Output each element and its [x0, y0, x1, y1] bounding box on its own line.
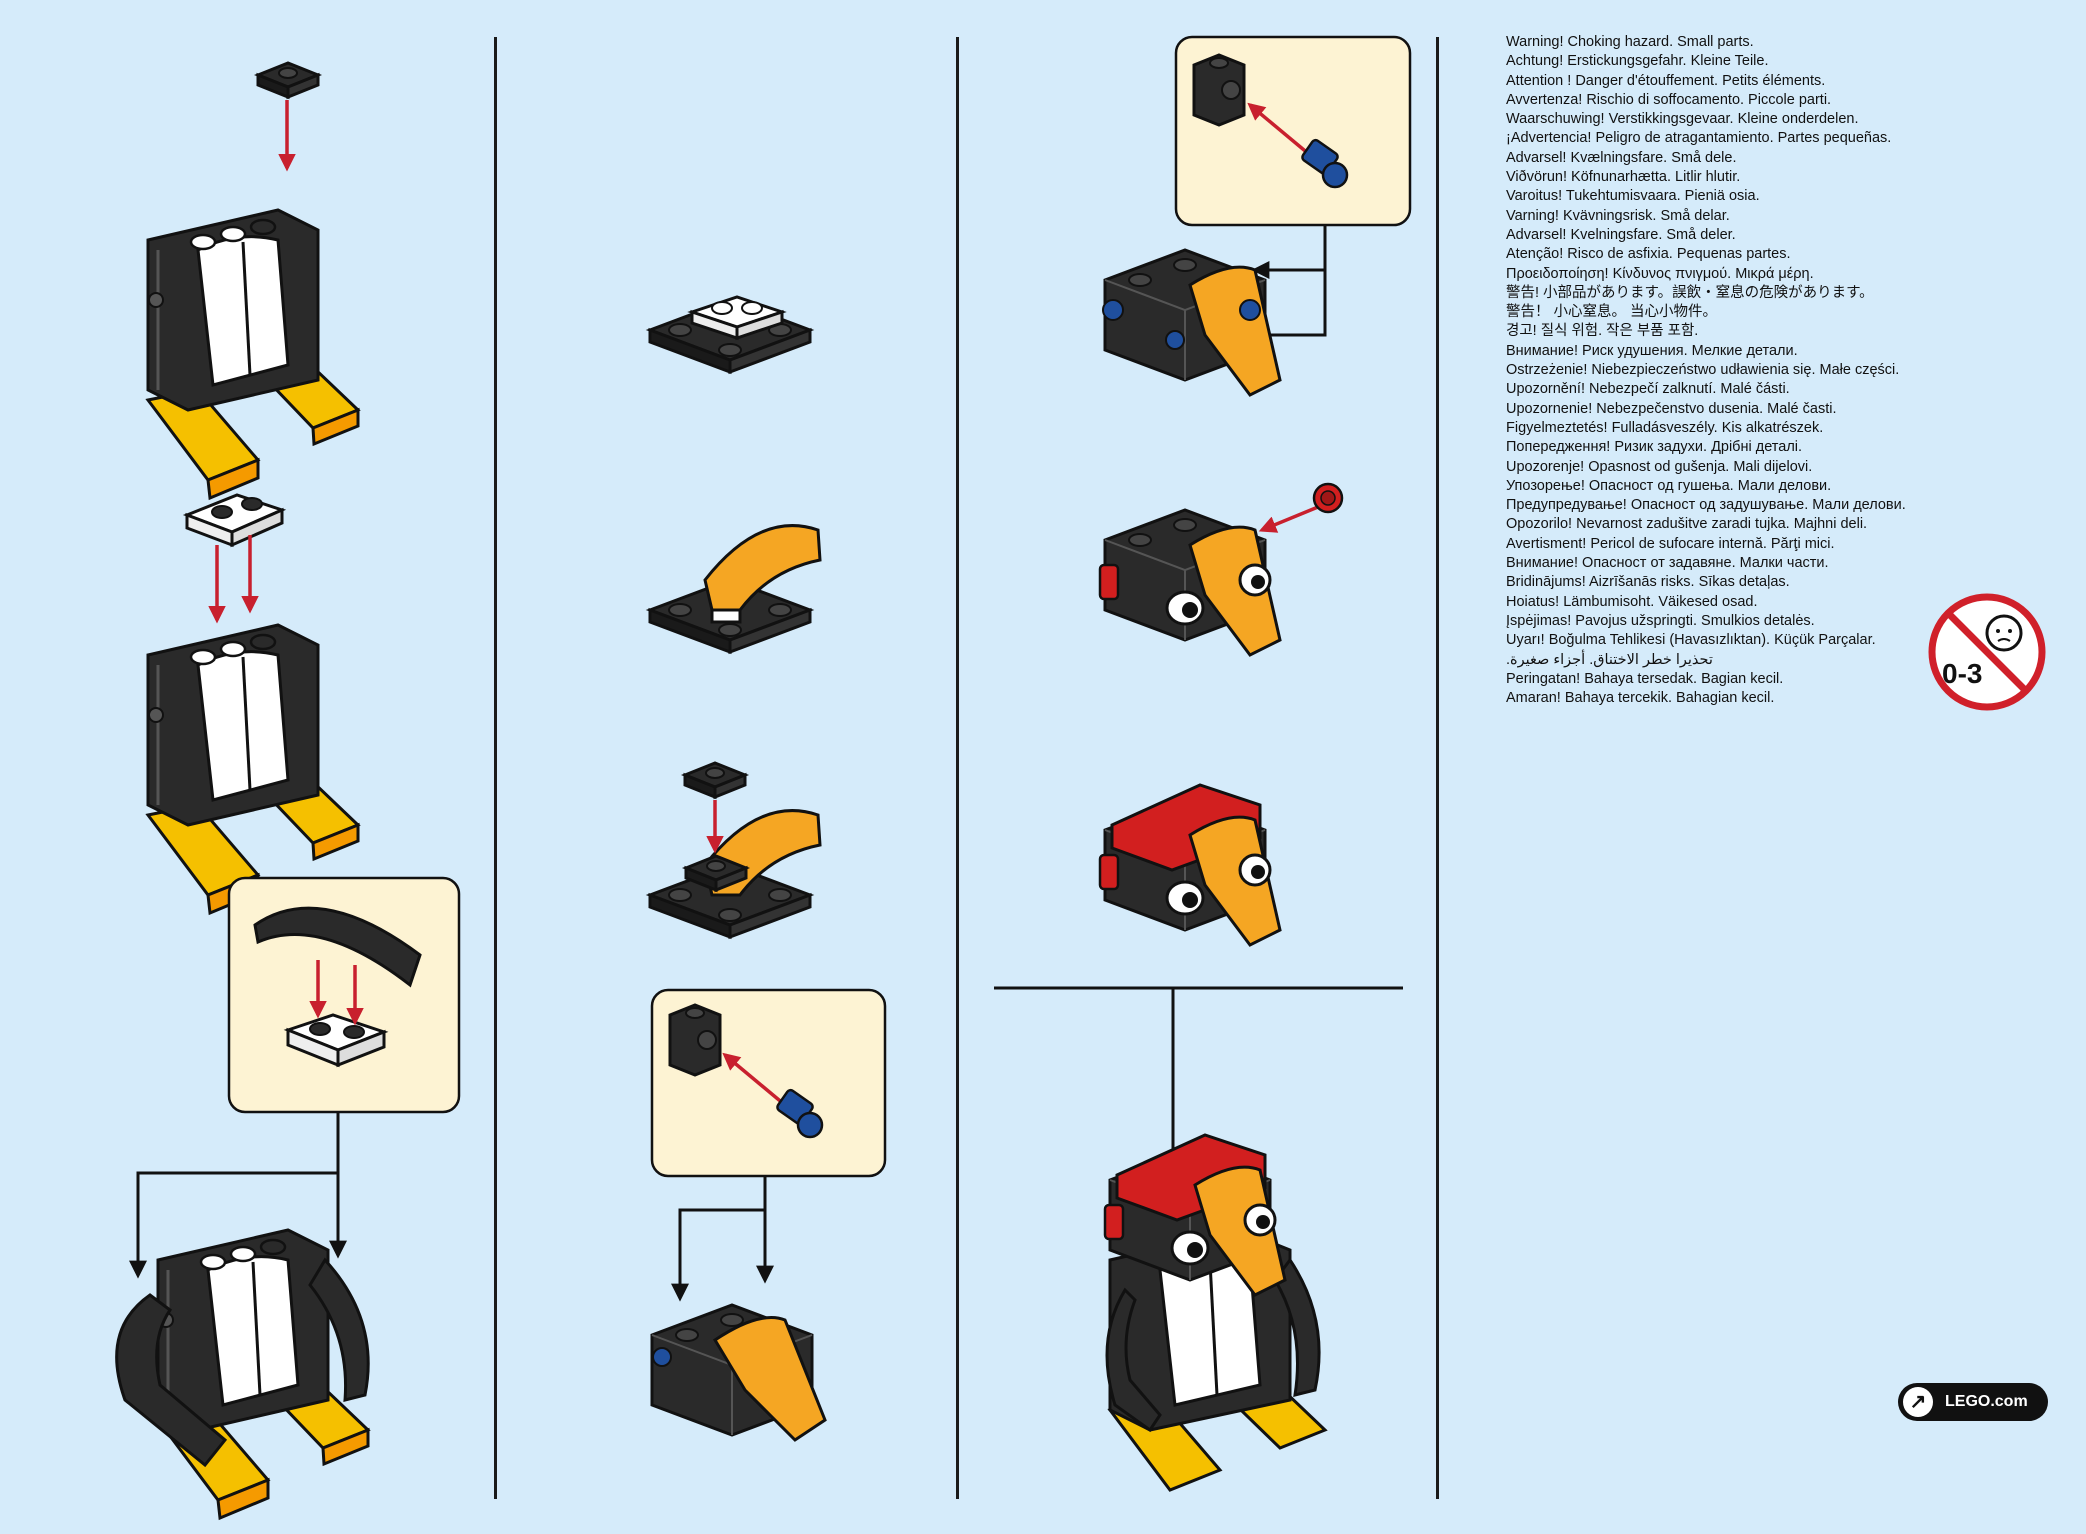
- warning-line: Atenção! Risco de asfixia. Pequenas part…: [1506, 246, 1791, 263]
- final-model-illustration: [1103, 1133, 1328, 1492]
- warning-line: 警告! 小部品があります。誤飲・窒息の危険があります。: [1506, 284, 1874, 301]
- warning-line: Peringatan! Bahaya tersedak. Bagian keci…: [1506, 670, 1784, 687]
- warning-line: Upozornenie! Nebezpečenstvo dusenia. Mal…: [1506, 400, 1837, 417]
- warning-line: Upozorenje! Opasnost od gušenja. Mali di…: [1506, 458, 1813, 475]
- warning-line: 警告！ 小心窒息。 当心小物件。: [1506, 304, 1718, 321]
- warning-line: Varoitus! Tukehtumisvaara. Pieniä osia.: [1506, 188, 1760, 205]
- warning-line: Упозорење! Опасност од гушења. Мали дело…: [1506, 477, 1832, 494]
- warning-line: 경고! 질식 위험. 작은 부품 포함.: [1506, 323, 1699, 340]
- column-divider-1: [494, 37, 497, 1499]
- lego-website-label: LEGO.com: [1945, 1393, 2028, 1410]
- warning-line: Προειδοποίηση! Κίνδυνος πνιγμού. Μικρά μ…: [1506, 265, 1814, 282]
- age-warning-label: 0-3: [1942, 658, 1983, 689]
- warning-line: Uyarı! Boğulma Tehlikesi (Havasızlıktan)…: [1506, 632, 1876, 649]
- warning-line: Varning! Kvävningsrisk. Små delar.: [1506, 207, 1730, 224]
- warning-line: Avertisment! Pericol de sufocare internă…: [1506, 535, 1835, 552]
- warning-line: Ostrzeżenie! Niebezpieczeństwo udławieni…: [1506, 362, 1900, 379]
- step-1-illustration: [146, 61, 360, 500]
- warning-line: ¡Advertencia! Peligro de atragantamiento…: [1506, 130, 1892, 147]
- warning-line: Figyelmeztetés! Fulladásveszély. Kis alk…: [1506, 419, 1824, 436]
- column-divider-2: [956, 37, 959, 1499]
- no-under-3-icon: [1928, 593, 2046, 711]
- step-9-illustration: [1098, 482, 1344, 657]
- step-8-callout: [1174, 35, 1412, 227]
- warning-line: Bridinājums! Aizrīšanās risks. Sīkas det…: [1506, 574, 1790, 591]
- column-divider-3: [1436, 37, 1439, 1499]
- warning-line: Hoiatus! Lämbumisoht. Väikesed osad.: [1506, 593, 1758, 610]
- lego-website-link[interactable]: ↗ LEGO.com: [1898, 1383, 2048, 1421]
- warning-line: Внимание! Риск удушения. Мелкие детали.: [1506, 342, 1798, 359]
- warning-line: Advarsel! Kvælningsfare. Små dele.: [1506, 149, 1737, 166]
- warning-line: Warning! Choking hazard. Small parts.: [1506, 34, 1754, 50]
- step-5-illustration: [648, 524, 822, 654]
- arrow-up-right-icon: ↗: [1903, 1387, 1933, 1417]
- warning-line: Внимание! Опасност от задавяне. Малки ча…: [1506, 555, 1829, 572]
- step-3-illustration: [115, 1228, 370, 1520]
- warning-line: Advarsel! Kvelningsfare. Små deler.: [1506, 226, 1736, 243]
- step-7-illustration: [650, 1303, 827, 1442]
- step-8-illustration: [1102, 248, 1282, 397]
- warning-line: Попередження! Ризик задухи. Дрібні детал…: [1506, 439, 1803, 456]
- warning-line: Achtung! Erstickungsgefahr. Kleine Teile…: [1506, 53, 1769, 70]
- step-10-illustration: [1098, 783, 1282, 947]
- warning-line: Предупредување! Опасност од задушување. …: [1506, 497, 1906, 514]
- warning-line: Avvertenza! Rischio di soffocamento. Pic…: [1506, 91, 1832, 108]
- step-2-illustration: [146, 493, 360, 915]
- step-3-callout: [227, 876, 461, 1114]
- choking-hazard-warnings: Warning! Choking hazard. Small parts. Ac…: [1506, 33, 2026, 708]
- warning-line: Įspėjimas! Pavojus užspringti. Smulkios …: [1506, 612, 1815, 629]
- warning-line: تحذيرا خطر الاختناق. أجزاء صغيرة.: [1506, 651, 1713, 668]
- warning-line: Amaran! Bahaya tercekik. Bahagian kecil.: [1506, 690, 1775, 707]
- warning-line: Attention ! Danger d'étouffement. Petits…: [1506, 72, 1826, 89]
- warning-line: Upozornění! Nebezpečí zalknutí. Malé čás…: [1506, 381, 1790, 398]
- warning-line: Waarschuwing! Verstikkingsgevaar. Kleine…: [1506, 111, 1859, 128]
- warning-line: Viðvörun! Köfnunarhætta. Litlir hlutir.: [1506, 169, 1741, 186]
- step-6-illustration: [648, 761, 822, 939]
- warning-line: Opozorilo! Nevarnost zadušitve zaradi tu…: [1506, 516, 1868, 533]
- step-4-illustration: [648, 295, 812, 374]
- step-7-callout: [650, 988, 887, 1178]
